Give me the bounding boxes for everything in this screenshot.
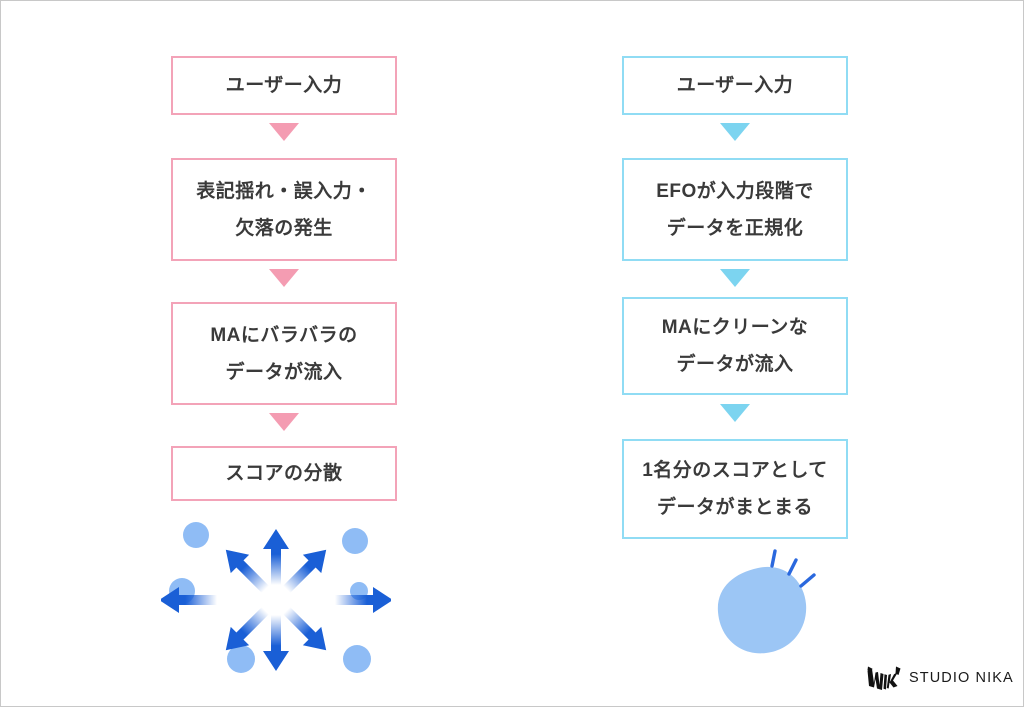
- scatter-dot: [342, 528, 368, 554]
- right-flow-step-4-line-1: 1名分のスコアとして: [642, 460, 828, 481]
- sparkle-line-2: [787, 558, 798, 576]
- left-flow-step-2-line-1: 表記揺れ・誤入力・: [196, 180, 372, 202]
- unified-blob-shape: [717, 566, 807, 654]
- scatter-dot: [227, 645, 255, 673]
- left-flow-step-3: MAにバラバラの データが流入: [171, 302, 397, 405]
- right-connector-arrow-2: [720, 269, 750, 287]
- left-connector-arrow-3: [269, 413, 299, 431]
- right-connector-arrow-3: [720, 404, 750, 422]
- burst-arrow-up-left: [225, 549, 269, 593]
- left-flow-step-3-line-1: MAにバラバラの: [210, 324, 358, 346]
- right-flow-step-3-line-1: MAにクリーンな: [661, 317, 809, 338]
- left-connector-arrow-1: [269, 123, 299, 141]
- left-connector-arrow-2: [269, 269, 299, 287]
- sparkle-line-1: [770, 549, 777, 568]
- burst-arrow-down-right: [283, 607, 327, 651]
- left-flow-step-3-line-2: データが流入: [225, 361, 343, 383]
- right-flow-step-4: 1名分のスコアとして データがまとまる: [622, 439, 848, 539]
- nika-logo-mark: [867, 666, 901, 690]
- right-flow-step-3: MAにクリーンな データが流入: [622, 297, 848, 395]
- right-flow-step-2-line-2: データを正規化: [666, 217, 804, 239]
- logo-text: STUDIO NIKA: [909, 670, 1014, 686]
- studio-logo: STUDIO NIKA: [867, 663, 1014, 693]
- burst-arrow-up-right: [283, 549, 327, 593]
- left-flow-step-4-line-1: スコアの分散: [225, 463, 343, 484]
- right-flow-step-4-line-2: データがまとまる: [656, 497, 813, 518]
- left-flow-step-4: スコアの分散: [171, 446, 397, 501]
- scatter-dot: [343, 645, 371, 673]
- sparkle-line-3: [799, 573, 816, 588]
- scatter-dot: [183, 522, 209, 548]
- left-flow-step-2: 表記揺れ・誤入力・ 欠落の発生: [171, 158, 397, 261]
- left-flow-step-1-line-1: ユーザー入力: [225, 75, 343, 96]
- left-flow-step-2-line-2: 欠落の発生: [235, 217, 333, 239]
- burst-arrow-right: [335, 587, 391, 613]
- left-flow-step-1: ユーザー入力: [171, 56, 397, 115]
- burst-arrow-up: [263, 529, 289, 585]
- right-flow-step-2-line-1: EFOが入力段階で: [656, 180, 814, 202]
- burst-arrow-left: [161, 587, 217, 613]
- unified-data-illustration: [696, 546, 846, 676]
- scattered-data-illustration: [161, 511, 391, 691]
- burst-arrow-down: [263, 615, 289, 671]
- burst-arrow-down-left: [225, 607, 269, 651]
- right-flow-step-2: EFOが入力段階で データを正規化: [622, 158, 848, 261]
- right-flow-step-3-line-2: データが流入: [676, 354, 794, 375]
- right-flow-step-1-line-1: ユーザー入力: [676, 75, 794, 96]
- right-connector-arrow-1: [720, 123, 750, 141]
- blob-sparkles: [770, 549, 816, 588]
- right-flow-step-1: ユーザー入力: [622, 56, 848, 115]
